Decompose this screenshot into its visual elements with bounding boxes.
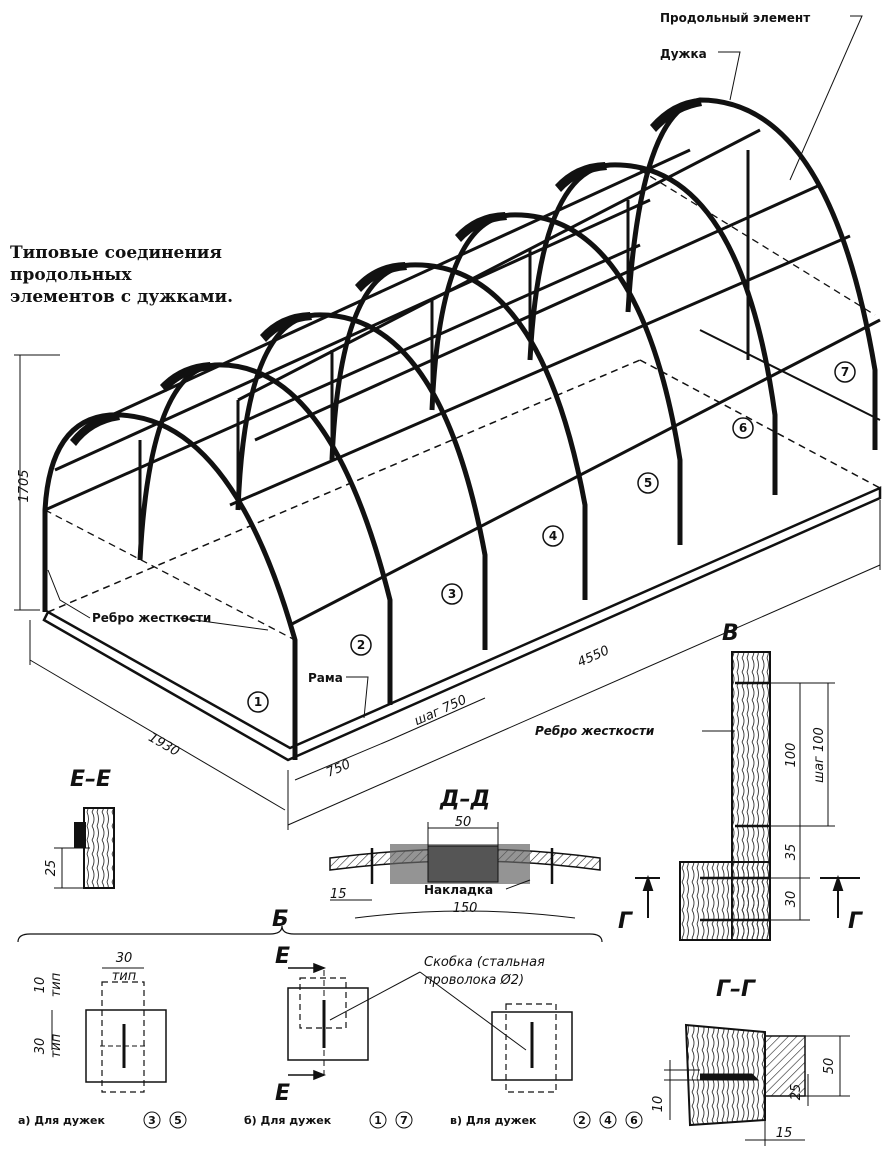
svg-text:7: 7: [841, 365, 849, 379]
arch-5: [429, 212, 683, 545]
arch-marker-6: 6: [732, 417, 754, 439]
arch-marker-2: 2: [350, 634, 372, 656]
callouts: Продольный элемент Дужка Ребро жесткости…: [47, 11, 863, 719]
svg-text:2: 2: [578, 1114, 586, 1127]
joint-a: 30 тип 10 тип 30 тип: [33, 951, 167, 1093]
section-dd-dim-50: 50: [455, 815, 472, 830]
svg-text:а) Для дужек: а) Для дужек: [18, 1114, 105, 1127]
callout-rib: Ребро жесткости: [92, 611, 211, 625]
section-ee-dim: 25: [44, 860, 59, 877]
caption-c: в) Для дужек 2 4 6: [450, 1111, 643, 1129]
section-ee-title: Е–Е: [70, 767, 111, 792]
section-dd: Д–Д 50 15 Накладка 150: [329, 787, 601, 919]
detail-v-rib: Ребро жесткости: [535, 724, 655, 738]
main-dimensions: 1705 1930 4550 750 шаг 750: [17, 469, 612, 780]
section-gg-dim-10: 10: [651, 1096, 666, 1113]
staple-line-2: проволока Ø2): [424, 973, 524, 988]
joint-a-tip-10: тип: [49, 972, 64, 997]
arch-marker-7: 7: [834, 361, 856, 383]
joint-b: Е Е: [275, 944, 369, 1106]
arch-marker-5: 5: [637, 472, 659, 494]
detail-v-cut-right: Г: [848, 909, 863, 934]
detail-b-title: Б: [272, 907, 289, 932]
section-ee: Е–Е 25: [44, 767, 115, 889]
dim-span: 750: [324, 757, 353, 781]
dim-length: 4550: [575, 643, 611, 670]
section-dd-dim-150: 150: [453, 901, 478, 916]
staple-line-1: Скобка (стальная: [424, 955, 545, 970]
dim-height: 1705: [17, 469, 32, 502]
joint-a-tip: тип: [112, 969, 137, 984]
dimension-lines: [14, 354, 881, 830]
section-gg-title: Г–Г: [716, 977, 756, 1002]
svg-text:в) Для дужек: в) Для дужек: [450, 1114, 537, 1127]
joint-a-dim-30: 30: [116, 951, 133, 966]
title-line-3: элементов с дужками.: [10, 287, 233, 307]
detail-v-title: В: [722, 621, 739, 646]
svg-text:3: 3: [148, 1114, 156, 1127]
caption-a: а) Для дужек 3 5: [18, 1111, 187, 1129]
joint-c: [491, 1003, 573, 1093]
detail-v-step: шаг 100: [812, 727, 827, 783]
svg-text:б) Для дужек: б) Для дужек: [244, 1114, 332, 1127]
callout-arch: Дужка: [660, 47, 707, 61]
svg-text:2: 2: [357, 638, 365, 652]
svg-text:4: 4: [604, 1114, 612, 1127]
section-dd-label: Накладка: [424, 883, 493, 897]
section-gg-dim-25: 25: [789, 1084, 804, 1101]
caption-b: б) Для дужек 1 7: [244, 1111, 413, 1129]
dim-width: 1930: [146, 730, 182, 760]
arch-markers: 1 2 3 4 5 6 7: [247, 361, 856, 713]
arch-7: [625, 97, 878, 450]
svg-text:1: 1: [254, 695, 262, 709]
detail-v-dim-30: 30: [784, 891, 799, 908]
callout-longitudinal: Продольный элемент: [660, 11, 810, 25]
title-block: Типовые соединения продольных элементов …: [10, 243, 233, 307]
svg-text:1: 1: [374, 1114, 382, 1127]
section-dd-dim-15: 15: [330, 887, 347, 902]
arch-6: [527, 162, 778, 495]
joint-a-tip-30: тип: [49, 1033, 64, 1058]
joint-b-cut-bottom: Е: [275, 1081, 290, 1106]
detail-v-dim-35: 35: [784, 844, 799, 861]
arch-1: [42, 412, 298, 760]
arch-2: [137, 362, 393, 705]
svg-text:6: 6: [739, 421, 747, 435]
arch-marker-1: 1: [247, 691, 269, 713]
section-gg-dim-15: 15: [776, 1126, 793, 1141]
title-line-1: Типовые соединения: [10, 243, 222, 263]
joint-a-dim-10: 10: [33, 977, 48, 994]
svg-text:7: 7: [400, 1114, 408, 1127]
svg-text:3: 3: [448, 587, 456, 601]
section-dd-title: Д–Д: [439, 787, 490, 812]
detail-b: Б 30 тип 10 тип 30 тип Е: [17, 907, 643, 1129]
joint-b-cut-top: Е: [275, 944, 290, 969]
callout-frame: Рама: [308, 671, 343, 685]
detail-v-dim-100: 100: [784, 743, 799, 768]
joint-a-dim-30v: 30: [33, 1038, 48, 1055]
section-gg-dim-50: 50: [822, 1058, 837, 1075]
detail-v-cut-left: Г: [618, 909, 633, 934]
svg-text:6: 6: [630, 1114, 638, 1127]
arch-4: [329, 262, 588, 600]
greenhouse-frame: [14, 97, 882, 830]
section-gg: Г–Г 50 25 10 15: [651, 977, 850, 1146]
detail-v: В Ребро жесткости 100 шаг 100 35 30 Г: [535, 621, 863, 941]
title-line-2: продольных: [10, 265, 132, 285]
arch-3: [235, 312, 488, 650]
arch-marker-3: 3: [441, 583, 463, 605]
svg-text:5: 5: [174, 1114, 182, 1127]
arch-marker-4: 4: [542, 525, 564, 547]
svg-text:5: 5: [644, 476, 652, 490]
svg-text:4: 4: [549, 529, 557, 543]
arches: [42, 97, 878, 760]
